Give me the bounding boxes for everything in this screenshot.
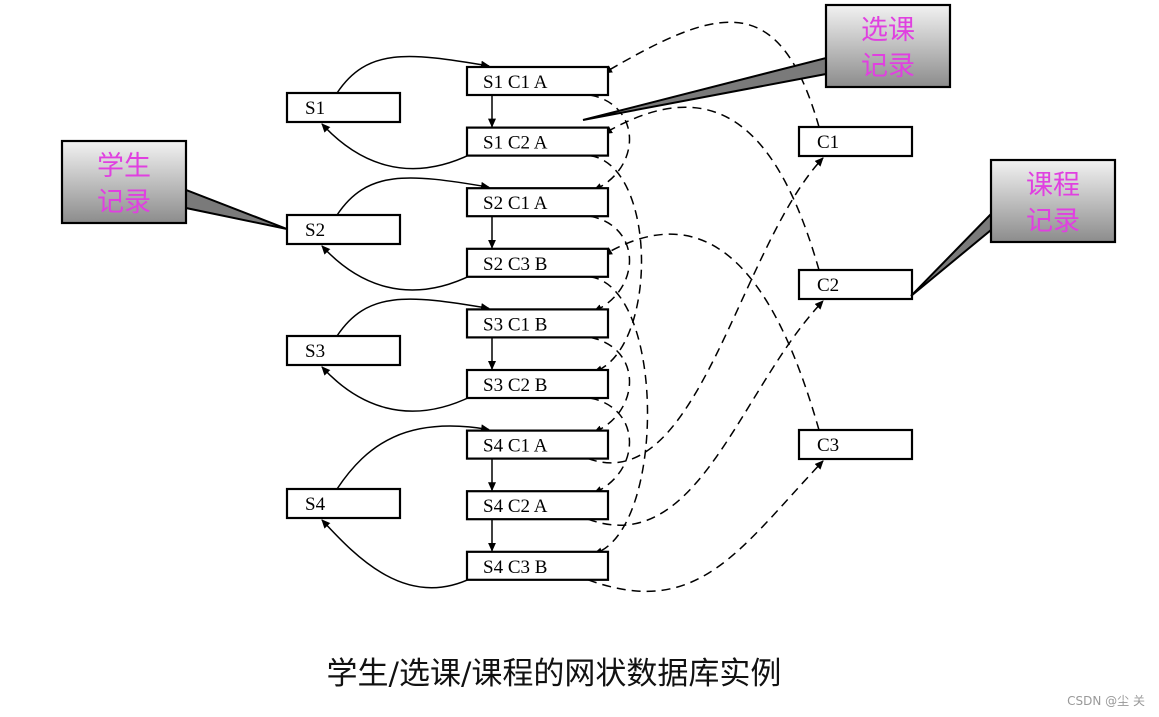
- student-label: S1: [305, 98, 325, 119]
- enrollment-label: S3 C1 B: [483, 314, 547, 335]
- enrollment-record: S2 C1 A: [465, 187, 610, 218]
- student-owner-link: [336, 55, 490, 94]
- student-owner-link: [321, 519, 473, 589]
- course-chain-link: [589, 154, 643, 374]
- callout-text: 记录: [97, 187, 151, 218]
- course-record-c3: C3: [797, 428, 914, 461]
- diagram-caption: 学生/选课/课程的网状数据库实例: [326, 656, 782, 692]
- callout-text: 学生: [97, 151, 151, 182]
- course-owner-link: [587, 300, 824, 526]
- enrollment-label: S2 C3 B: [483, 254, 547, 275]
- student-record-s4: S4: [285, 487, 402, 520]
- enrollment-label: S3 C2 B: [483, 375, 547, 396]
- enrollment-label: S4 C2 A: [483, 496, 548, 517]
- student-owner-link: [321, 123, 473, 170]
- student-label: S4: [305, 494, 326, 515]
- enrollment-record: S4 C1 A: [465, 429, 610, 460]
- enrollment-record: S4 C3 B: [465, 550, 610, 581]
- enrollment-record: S3 C1 B: [465, 308, 610, 339]
- callout-text: 课程: [1026, 170, 1080, 201]
- enrollment-record: S1 C2 A: [465, 126, 610, 157]
- course-label: C1: [817, 132, 839, 153]
- link-lines: [321, 21, 824, 592]
- enrollment-label: S1 C2 A: [483, 133, 548, 154]
- student-label: S2: [305, 220, 325, 241]
- enrollment-label: S4 C1 A: [483, 436, 548, 457]
- watermark: CSDN @尘 关: [1067, 694, 1145, 708]
- enrollment-record: S3 C2 B: [465, 368, 610, 400]
- course-chain-link: [589, 276, 649, 556]
- student-owner-link: [336, 298, 490, 337]
- course-owner-link: [587, 460, 824, 592]
- student-record-s3: S3: [285, 334, 402, 367]
- course-label: C2: [817, 275, 839, 296]
- student-owner-link: [336, 177, 490, 216]
- enrollment-label: S4 C3 B: [483, 557, 547, 578]
- enrollment-record: S2 C3 B: [465, 247, 610, 278]
- course-label: C3: [817, 435, 839, 456]
- student-label: S3: [305, 341, 325, 362]
- student-owner-link: [321, 245, 473, 291]
- course-owner-link: [603, 106, 820, 271]
- course-chain-link: [589, 94, 631, 191]
- course-record-c2: C2: [797, 268, 914, 301]
- enrollment-label: S2 C1 A: [483, 193, 548, 214]
- course-owner-link: [603, 233, 820, 431]
- student-owner-link: [336, 424, 490, 490]
- student-record-s1: S1: [285, 91, 402, 124]
- course-record-c1: C1: [797, 125, 914, 158]
- course-chain-link: [589, 336, 631, 434]
- student-owner-link: [321, 366, 473, 412]
- enrollment-record: S1 C1 A: [465, 65, 610, 97]
- course-chain-link: [589, 215, 631, 313]
- callout-text: 记录: [1026, 206, 1080, 237]
- enrollment-label: S1 C1 A: [483, 72, 548, 93]
- callout-text: 选课: [861, 15, 915, 46]
- callout-text: 记录: [861, 51, 915, 82]
- course-owner-link: [603, 21, 820, 128]
- enrollment-record: S4 C2 A: [465, 490, 610, 521]
- course-chain-link: [589, 397, 631, 494]
- course-owner-link: [587, 157, 824, 464]
- student-record-s2: S2: [285, 213, 402, 246]
